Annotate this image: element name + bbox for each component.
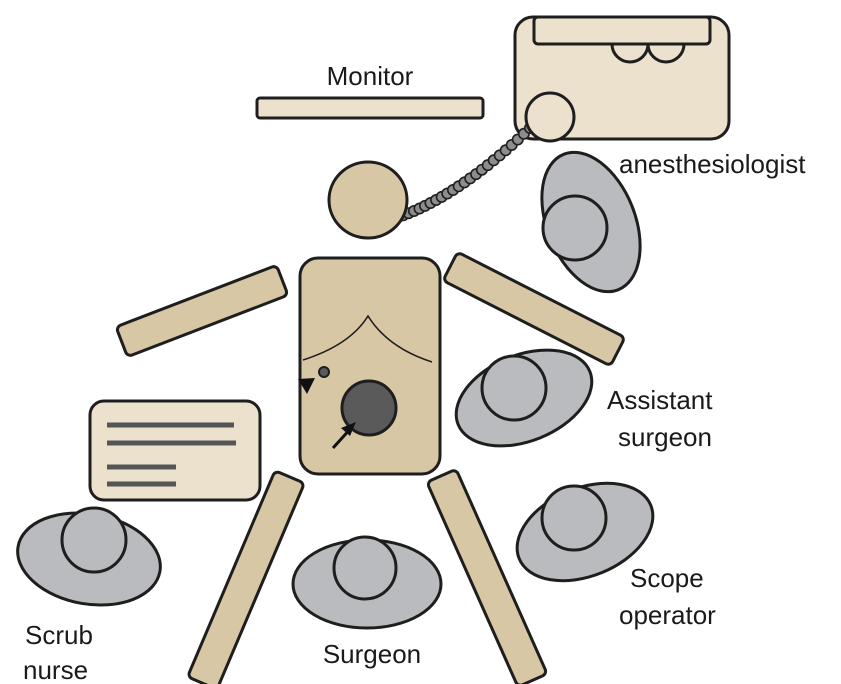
instrument-table (90, 401, 260, 500)
patient-left-leg (188, 471, 305, 684)
surgeon-label: Surgeon (323, 639, 421, 669)
assistant-surgeon-label-line1: Assistant (607, 385, 713, 415)
patient-head (329, 162, 407, 238)
monitor-label: Monitor (327, 61, 414, 91)
scope-operator-label-line2: operator (619, 600, 716, 630)
monitor-bar (257, 98, 483, 118)
surgeon-figure (293, 537, 441, 628)
scrub-nurse-figure (10, 502, 167, 616)
trocar-port (319, 367, 329, 377)
anesthesia-head (526, 93, 574, 141)
patient-left-arm (116, 265, 288, 357)
scrub-nurse-label-line1: Scrub (25, 620, 93, 650)
assistant-surgeon-label-line2: surgeon (618, 422, 712, 452)
patient-torso (300, 258, 440, 474)
anesthesiologist-label: anesthesiologist (619, 149, 806, 179)
scrub-nurse-label-line2: nurse (23, 655, 88, 684)
scope-operator-label-line1: Scope (630, 563, 704, 593)
patient-right-leg (427, 469, 547, 684)
